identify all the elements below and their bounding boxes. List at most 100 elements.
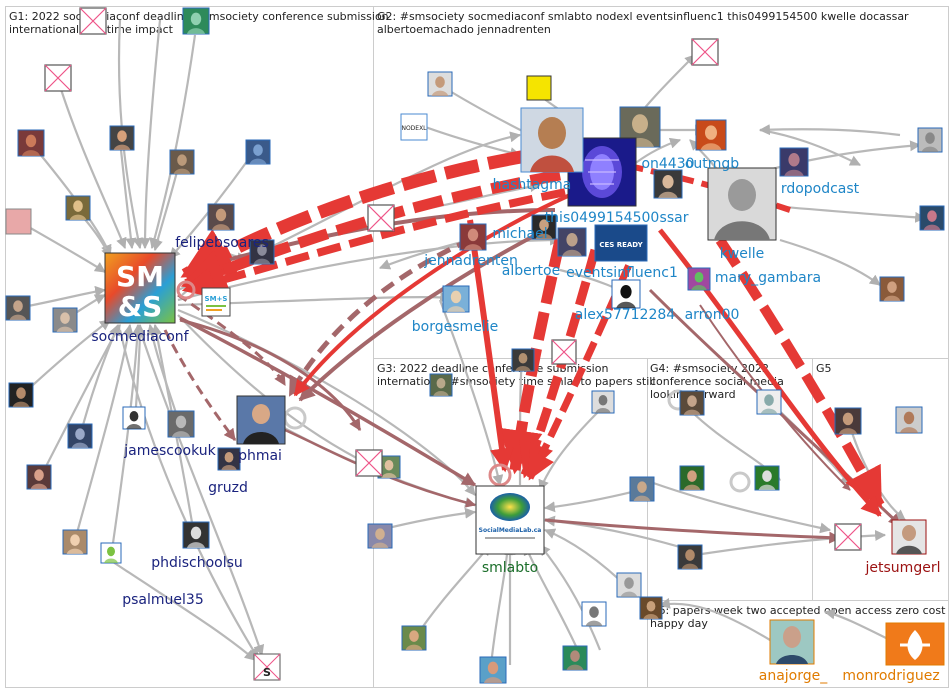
avatar [109,125,135,151]
label-psalmuel35: psalmuel35 [122,592,203,608]
avatar [653,169,683,199]
avatar [442,285,470,313]
svg-text:NODEXL: NODEXL [401,125,427,132]
broken-image-icon [834,523,862,551]
avatar [562,645,588,671]
avatar [879,276,905,302]
label-jetsumgerl: jetsumgerl [865,560,941,576]
avatar [679,390,705,416]
avatar [429,373,453,397]
avatar [511,348,535,372]
avatar [459,223,487,251]
avatar [169,149,195,175]
label-albertoe: albertoe [502,263,560,279]
label-borgesmelie: borgesmelie [412,319,498,335]
label-felipebsoares: felipebsoares [175,235,269,251]
avatar [26,464,52,490]
label-monrodriguez: monrodriguez [842,668,939,684]
node-labels: socmediaconf felipebsoares jamescookuk p… [91,156,940,684]
avatar [65,195,91,221]
avatar [695,119,727,151]
avatar [5,295,31,321]
label-jennadrenten: jennadrenten [423,253,518,269]
label-alex57712284: alex57712284 [575,307,675,323]
avatar [919,205,945,231]
label-kwelle: kwelle [720,246,765,262]
avatar [687,267,711,291]
yellow-tile-node [526,75,552,101]
broken-image-icon [355,449,383,477]
avatar [377,455,401,479]
avatar [122,406,146,430]
svg-text:&S: &S [118,290,163,323]
avatar [17,129,45,157]
avatar [427,71,453,97]
group-title-g5: G5 [816,362,832,375]
avatar [182,521,210,549]
avatar [895,406,923,434]
avatar [531,214,557,240]
avatar [217,447,241,471]
label-arron00: arron00 [685,307,740,323]
kwelle-avatar [707,167,777,241]
avatar [245,139,271,165]
svg-text:CES READY: CES READY [599,241,643,249]
avatar [367,523,393,549]
label-outmgb: outmgb [685,156,739,172]
avatar [591,390,615,414]
avatar [8,382,34,408]
label-socmediaconf: socmediaconf [91,329,189,345]
svg-text:SM+S: SM+S [205,295,228,303]
avatar [756,389,782,415]
label-gruzd: gruzd [208,480,248,496]
broken-image-icon [367,204,395,232]
avatar [639,596,663,620]
label-phmai: phmai [238,448,282,464]
avatar [479,656,507,684]
label-ssar: ssar [660,210,689,226]
avatar [629,476,655,502]
broken-image-icon [79,7,107,35]
group-title-g2: G2: #smsociety socmediaconf smlabto node… [377,10,909,36]
label-hashtagma: hashtagma [493,177,572,193]
avatar [677,544,703,570]
avatar [611,279,641,309]
svg-text:SocialMediaLab.ca: SocialMediaLab.ca [479,527,542,534]
sms-small-logo: SM+S [201,287,231,317]
label-mary_gambara: mary_gambara [715,270,821,286]
avatar [67,423,93,449]
monrodriguez-avatar [885,622,945,666]
svg-text:SM: SM [116,260,164,293]
svg-text:S: S [263,666,271,679]
group-title-g6: G6: papers week two accepted open access… [650,604,946,630]
avatar [182,7,210,35]
avatar [52,307,78,333]
avatar [401,625,427,651]
label-jamescookuk: jamescookuk [123,443,216,459]
label-anajorge: anajorge_ [759,668,828,684]
socmediaconf-logo: SM &S [104,252,176,324]
avatar [917,127,943,153]
label-smlabto: smlabto [482,560,538,576]
mini-s-logo: S [253,653,281,681]
anajorge-avatar [769,619,815,665]
avatar [834,407,862,435]
avatar [62,529,88,555]
smlabto-logo: SocialMediaLab.ca [475,485,545,555]
ces-ready-tile: CES READY [594,224,648,262]
pink-square-node [5,208,32,235]
label-eventsinfluenc1: eventsinfluenc1 [566,265,678,281]
jetsumgerl-avatar [891,519,927,555]
avatar [581,601,607,627]
label-phdischoolsu: phdischoolsu [151,555,243,571]
avatar [167,410,195,438]
avatar-nodes [5,7,945,684]
avatar [679,465,705,491]
broken-image-icon [691,38,719,66]
label-on4430: on4430 [641,156,694,172]
avatar [779,147,809,177]
avatar [754,465,780,491]
label-rdopodcast: rdopodcast [781,181,860,197]
avatar [100,542,122,564]
